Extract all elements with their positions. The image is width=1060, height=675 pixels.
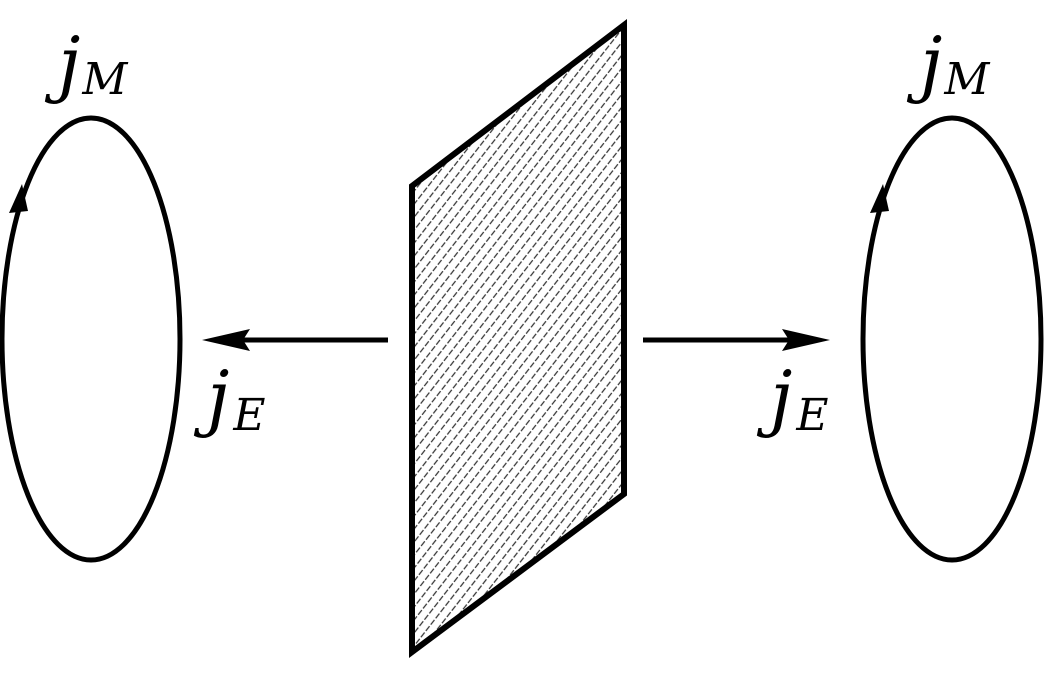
left-loop-arrowhead-icon	[9, 184, 28, 213]
right-loop-label-main: j	[906, 21, 942, 105]
left-loop-label: jM	[44, 21, 128, 105]
right-current-loop	[860, 115, 1044, 563]
left-arrow-label: jE	[193, 355, 265, 441]
right-arrow-label-sub: E	[795, 390, 828, 441]
right-arrow-label: jE	[756, 355, 828, 441]
left-arrow-label-main: j	[193, 355, 229, 439]
left-current-arrow	[202, 329, 388, 351]
right-arrow-label-main: j	[756, 355, 792, 439]
right-loop-arrowhead-icon	[870, 184, 889, 213]
right-loop-label: jM	[906, 21, 990, 105]
left-arrow-label-sub: E	[232, 390, 265, 441]
left-loop-label-sub: M	[81, 54, 128, 105]
right-current-arrow	[643, 329, 830, 351]
hatched-sheet	[409, 18, 627, 658]
left-current-loop	[0, 115, 183, 563]
right-loop-ellipse	[860, 115, 1044, 563]
right-arrowhead-icon	[782, 329, 830, 351]
right-loop-label-sub: M	[943, 54, 990, 105]
left-loop-ellipse	[0, 115, 183, 563]
left-loop-label-main: j	[44, 21, 80, 105]
left-arrowhead-icon	[202, 329, 250, 351]
